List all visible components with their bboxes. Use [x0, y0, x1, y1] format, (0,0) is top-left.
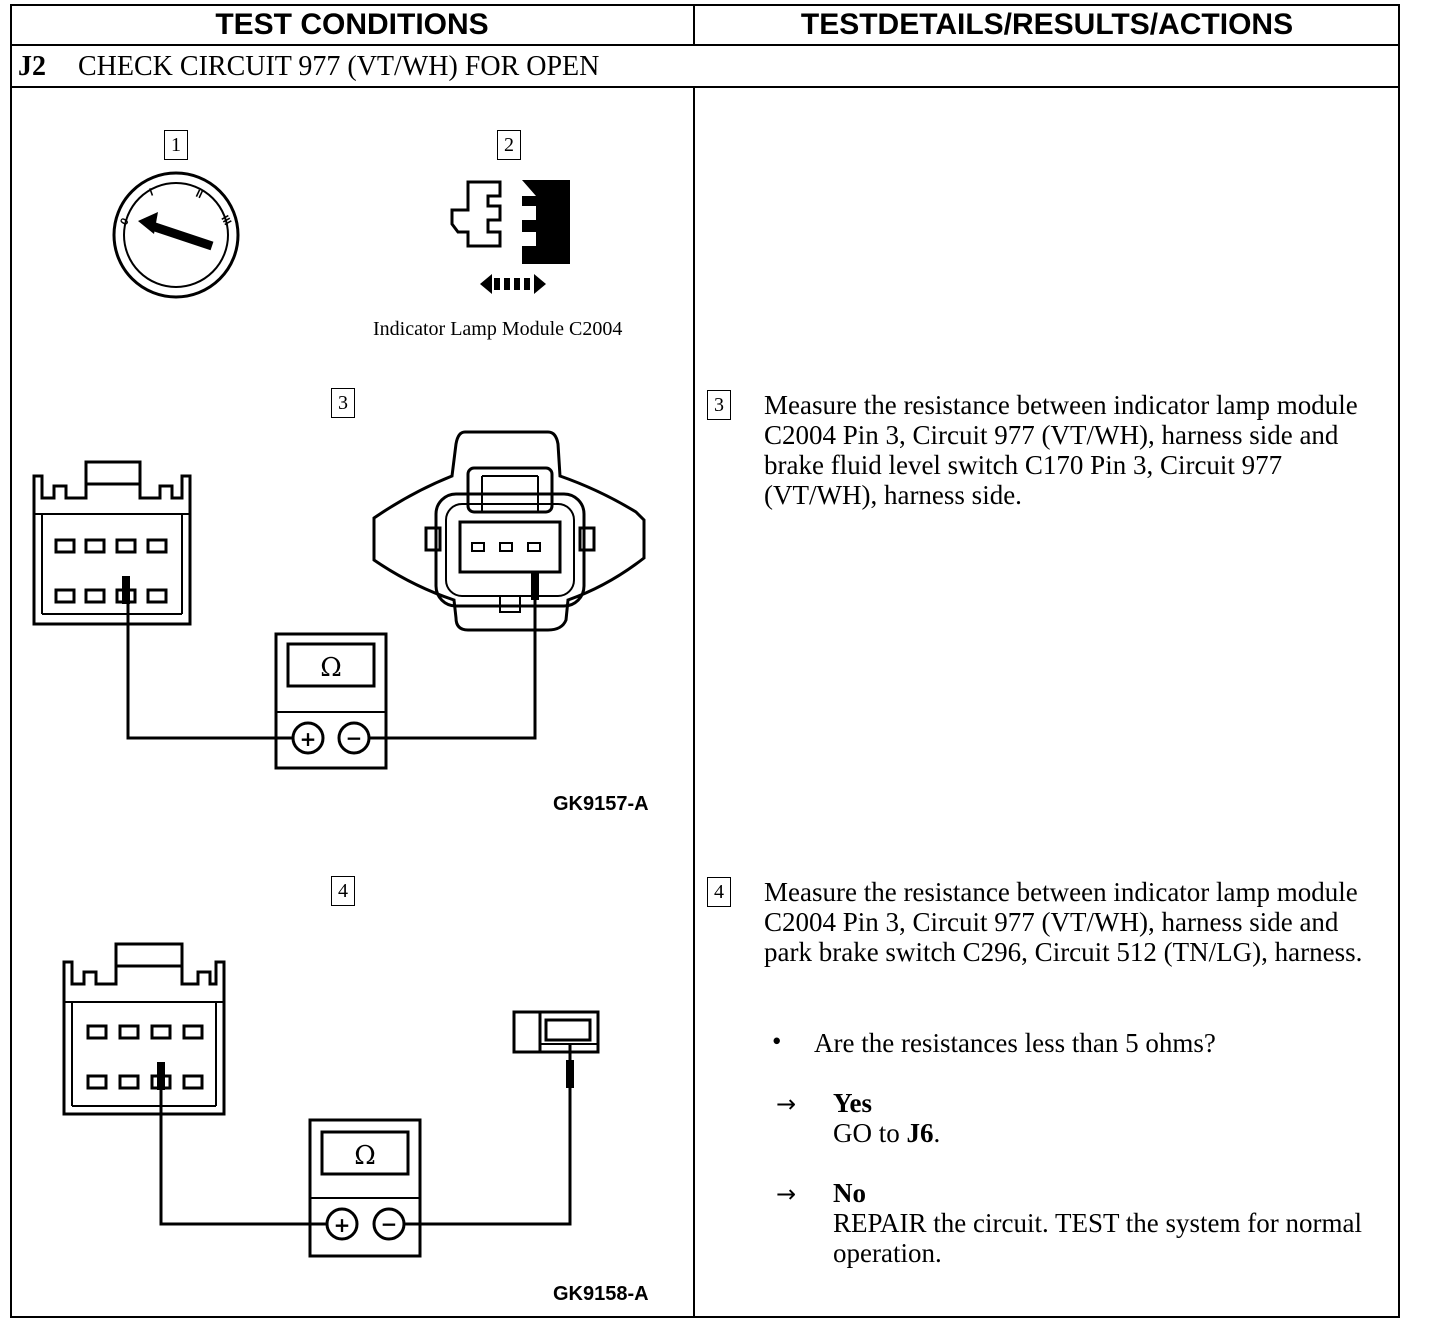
no-label: No [833, 1178, 866, 1208]
yes-arrow-icon: → [776, 1090, 797, 1118]
brake-fluid-switch-connector-icon [372, 430, 646, 632]
ignition-label-1: I [148, 186, 155, 198]
header-test-details: TESTDETAILS/RESULTS/ACTIONS [694, 4, 1400, 46]
ohmmeter-4-icon: Ω + − [308, 1118, 422, 1258]
detail-4-number: 4 [707, 877, 731, 907]
detail-4-text: Measure the resistance between indicator… [764, 877, 1363, 967]
step-title-row: J2 CHECK CIRCUIT 977 (VT/WH) FOR OPEN [10, 46, 1400, 88]
yes-action-target: J6 [906, 1118, 934, 1148]
yes-action-suffix: . [933, 1118, 941, 1148]
figure-3-number: 3 [331, 388, 355, 418]
yes-action-prefix: GO to [833, 1118, 907, 1148]
header-test-conditions: TEST CONDITIONS [10, 4, 694, 46]
ohmmeter-3-icon: Ω + − [274, 632, 388, 770]
figure-1-number: 1 [164, 130, 188, 160]
ignition-label-0: 0 [118, 216, 131, 227]
question-text: Are the resistances less than 5 ohms? [814, 1028, 1216, 1058]
ignition-label-2: II [194, 188, 205, 201]
ignition-switch-icon: 0 I II III [112, 171, 240, 299]
module-connector-c2004-icon-4 [62, 942, 226, 1116]
detail-3-number: 3 [707, 390, 731, 420]
no-arrow-icon: → [776, 1180, 797, 1208]
connector-disconnect-icon [450, 180, 570, 294]
step-id: J2 [18, 51, 46, 82]
no-action: REPAIR the circuit. TEST the system for … [833, 1208, 1362, 1268]
detail-3-text: Measure the resistance between indicator… [764, 390, 1358, 510]
yes-label: Yes [833, 1088, 872, 1118]
ohmmeter-3-plus: + [300, 727, 317, 751]
test-leads-3 [126, 600, 537, 740]
figure-4-id: GK9158-A [553, 1283, 649, 1305]
ohmmeter-3-symbol: Ω [320, 653, 342, 683]
yes-action: GO to J6. [833, 1118, 1393, 1148]
figure-2-number: 2 [497, 130, 521, 160]
test-leads-4 [159, 1044, 572, 1226]
header-divider [693, 4, 695, 46]
question-bullet: • [772, 1026, 782, 1056]
figure-4-number: 4 [331, 876, 355, 906]
figure-3-id: GK9157-A [553, 793, 649, 815]
column-divider [693, 88, 695, 1318]
table-frame [10, 4, 1400, 1318]
ohmmeter-4-plus: + [334, 1213, 351, 1237]
ohmmeter-3-minus: − [346, 726, 363, 750]
step-title: CHECK CIRCUIT 977 (VT/WH) FOR OPEN [78, 51, 600, 82]
ignition-label-3: III [218, 214, 233, 228]
ohmmeter-4-minus: − [381, 1212, 398, 1236]
module-connector-c2004-icon [32, 460, 192, 626]
figure-2-caption: Indicator Lamp Module C2004 [373, 318, 623, 340]
ohmmeter-4-symbol: Ω [354, 1141, 376, 1171]
park-brake-switch-connector-icon [512, 1010, 600, 1088]
